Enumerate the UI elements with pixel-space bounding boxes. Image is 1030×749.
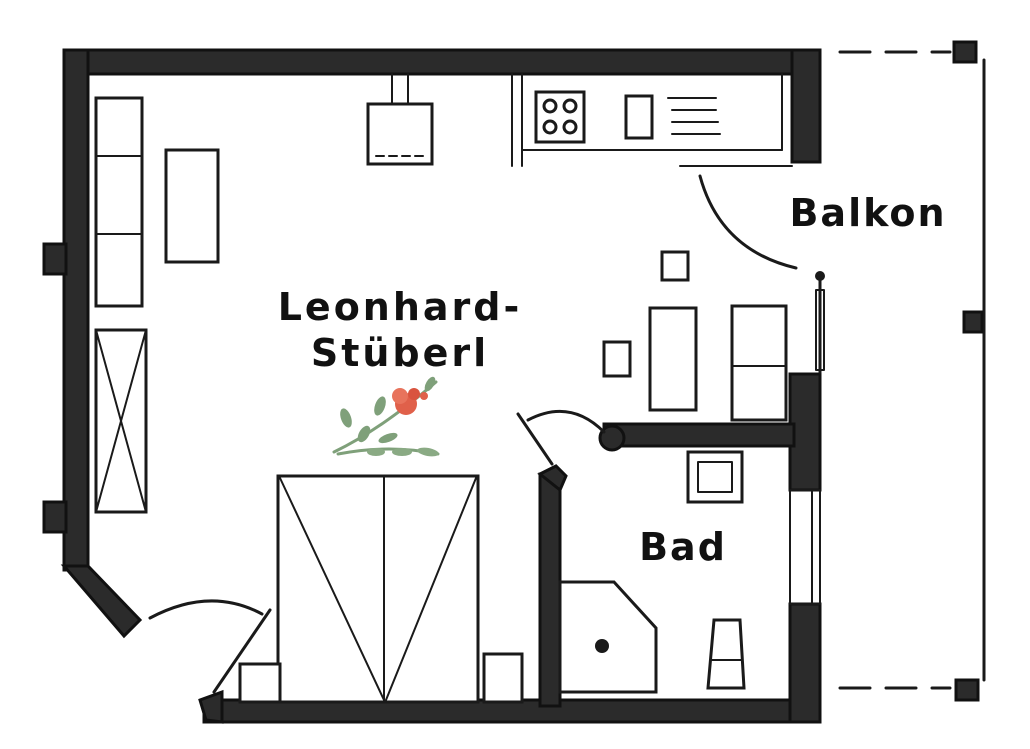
stove-icon (534, 90, 586, 144)
main-room-label: Stüberl (311, 331, 489, 375)
nightstand (482, 652, 524, 704)
main-room-furniture (94, 73, 788, 704)
doors (148, 174, 825, 694)
bath-wall-cap (598, 424, 626, 452)
bath-door-leaf (516, 412, 554, 466)
drainboard-icon (667, 97, 721, 135)
armchair (366, 73, 434, 166)
entrance-door-swing (148, 599, 264, 620)
balcony-door-swing (698, 174, 798, 270)
bath-label: Bad (639, 525, 727, 569)
top-wall (62, 48, 822, 76)
table (164, 148, 220, 264)
main-room-label: Leonhard- (278, 285, 523, 329)
right-wall-upper (790, 48, 822, 164)
right-wall-lower (788, 602, 822, 724)
inner-walls (537, 422, 796, 708)
outer-walls (42, 48, 825, 724)
left-wall-bump (42, 242, 68, 276)
sink-icon (624, 94, 654, 140)
window (789, 489, 821, 605)
balcony (838, 40, 986, 702)
kitchen (511, 73, 793, 167)
toilet-icon (706, 618, 746, 690)
bath-wall-vertical (538, 472, 562, 708)
washbasin-icon (686, 450, 744, 504)
left-wall (62, 48, 90, 572)
bottom-wall-end (198, 689, 224, 724)
balcony-post (962, 310, 984, 334)
balcony-post (952, 40, 978, 64)
flower-icon (332, 376, 440, 457)
balcony-label: Balkon (789, 191, 946, 235)
diagonal-wall (60, 564, 143, 639)
bath-wall-cap (537, 464, 568, 493)
shower-drain-icon (595, 639, 609, 653)
bathroom-fixtures (558, 450, 746, 694)
sideboard (730, 304, 788, 422)
chair (602, 340, 632, 378)
dining-table (648, 306, 698, 412)
shower-icon (558, 580, 658, 694)
bath-wall-horizontal (602, 422, 796, 448)
nightstand (238, 662, 282, 704)
left-wall-bump (42, 500, 68, 534)
chair (660, 250, 690, 282)
room-labels: Leonhard- Stüberl Bad Balkon (278, 191, 946, 569)
double-bed (276, 474, 480, 704)
entrance-door-leaf (212, 608, 272, 694)
bath-door-swing (526, 409, 606, 434)
balcony-post (954, 678, 980, 702)
shelf (94, 96, 144, 308)
